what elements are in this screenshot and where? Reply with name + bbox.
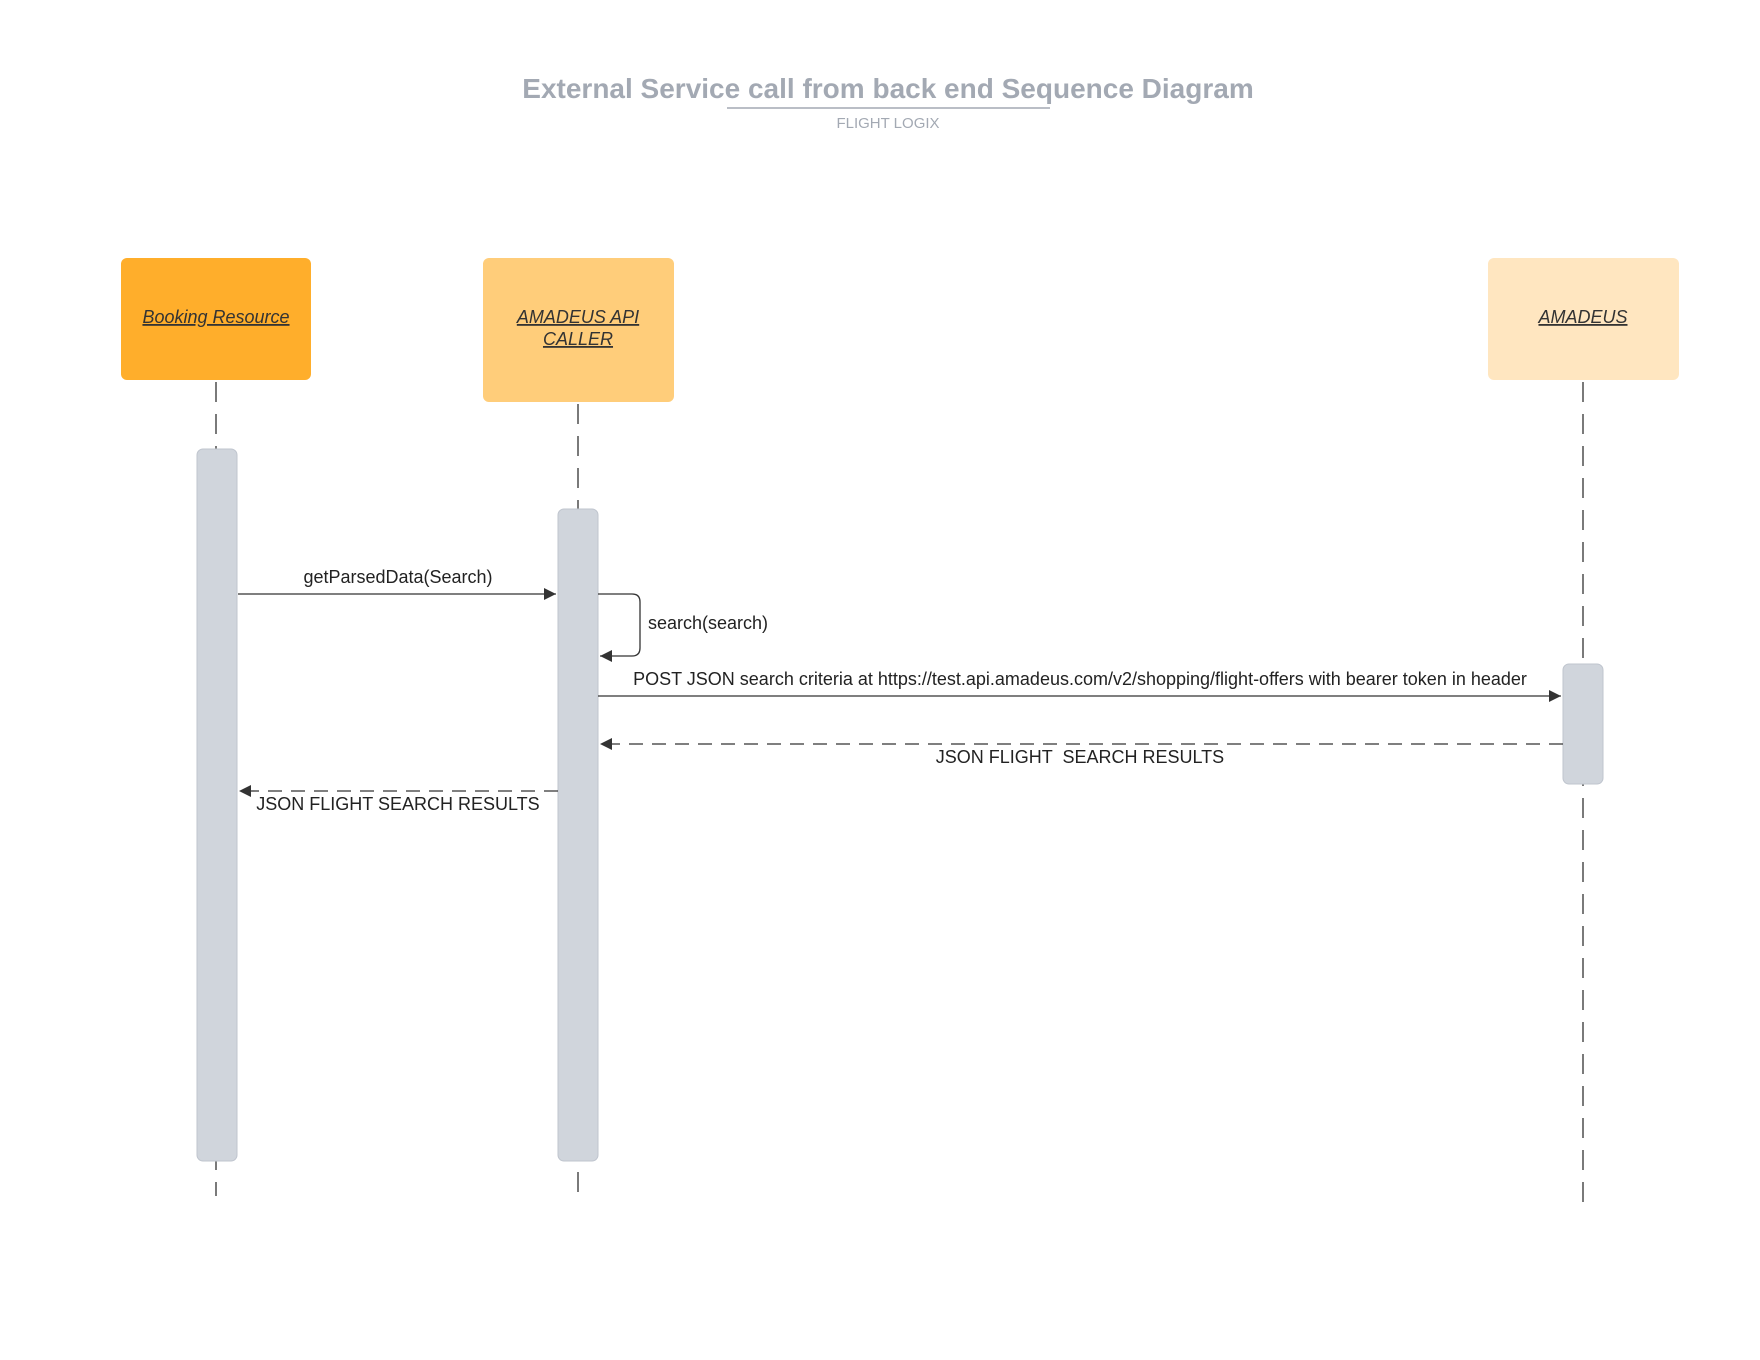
actor-booking-resource[interactable]: Booking Resource <box>121 258 311 380</box>
message-label: POST JSON search criteria at https://tes… <box>633 669 1527 689</box>
actor-amadeus[interactable]: AMADEUS <box>1488 258 1679 380</box>
actor-box <box>483 258 674 402</box>
activation-bar-amadeus-api-caller <box>557 508 599 1162</box>
actor-box <box>1488 258 1679 380</box>
message-label: JSON FLIGHT SEARCH RESULTS <box>936 747 1224 767</box>
message-label: getParsedData(Search) <box>303 567 492 587</box>
actor-box <box>121 258 311 380</box>
diagram-title: External Service call from back end Sequ… <box>522 73 1253 104</box>
activation-bar-amadeus <box>1562 663 1604 785</box>
actor-label-line-2: CALLER <box>543 329 613 349</box>
actor-label: Booking Resource <box>142 307 289 327</box>
message-return-amadeus-results[interactable]: JSON FLIGHT SEARCH RESULTS <box>600 738 1563 767</box>
self-call-arrow <box>598 593 641 662</box>
diagram-subtitle: FLIGHT LOGIX <box>836 115 939 132</box>
message-get-parsed-data[interactable]: getParsedData(Search) <box>238 567 556 600</box>
message-self-search[interactable]: search(search) <box>598 593 768 662</box>
message-label: search(search) <box>648 613 768 633</box>
message-label: JSON FLIGHT SEARCH RESULTS <box>256 794 539 814</box>
message-post-search-criteria[interactable]: POST JSON search criteria at https://tes… <box>598 669 1561 702</box>
message-return-booking-results[interactable]: JSON FLIGHT SEARCH RESULTS <box>239 785 558 814</box>
activation-bar-booking-resource <box>196 448 238 1162</box>
actor-amadeus-api-caller[interactable]: AMADEUS API CALLER <box>483 258 674 402</box>
actor-label: AMADEUS <box>1537 307 1627 327</box>
actor-label-line-1: AMADEUS API <box>516 307 639 327</box>
